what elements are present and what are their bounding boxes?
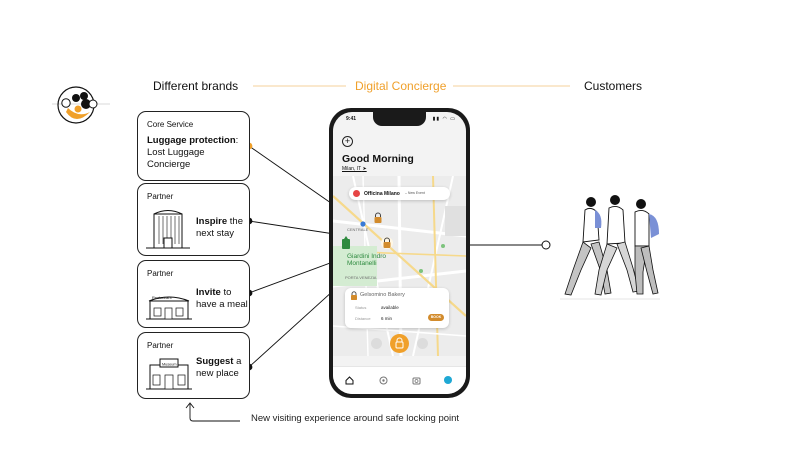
app-screen: 9:41 ▮▮ ◠ ▭ + Good Morning Milan, IT ➤ (333, 112, 466, 394)
card-highlight: Invite (196, 287, 221, 298)
place-title: Gelsomino Bakery (360, 292, 405, 298)
customers-illustration (560, 195, 660, 300)
lock-icon (351, 291, 357, 300)
explore-icon[interactable] (379, 376, 388, 385)
event-pill[interactable]: Officina Milano – New Event (349, 187, 450, 200)
home-icon[interactable] (345, 376, 354, 385)
card-description: Inspire the next stay (196, 216, 244, 239)
restaurant-illustration: Restaurant (146, 295, 192, 320)
card-kicker: Partner (147, 269, 174, 278)
bottom-nav (333, 366, 466, 394)
museum-sign: Museum (162, 363, 177, 367)
camera-icon[interactable] (412, 376, 421, 385)
card-kicker: Partner (147, 341, 174, 350)
card-description: Invite to have a meal (196, 287, 248, 310)
lock-action-button[interactable] (390, 334, 409, 353)
card-kicker: Core Service (147, 120, 194, 129)
museum-illustration: Museum (146, 358, 192, 390)
partner-card-invite: Partner Restaurant Invite to have a meal (137, 260, 250, 328)
card-highlight: Inspire (196, 216, 228, 227)
hotel-illustration (146, 210, 190, 249)
map-label-park: Giardini Indro Montanelli (347, 253, 387, 267)
status-label: Status (355, 305, 367, 310)
partner-card-inspire: Partner Inspire the next stay (137, 183, 250, 256)
status-icons: ▮▮ ◠ ▭ (432, 116, 456, 122)
location-info-card[interactable]: Gelsomino Bakery Status available Distan… (345, 288, 449, 328)
lock-icon (395, 337, 404, 349)
location-arrow-icon: ➤ (362, 166, 367, 172)
footer-caption: New visiting experience around safe lock… (251, 413, 460, 424)
map-label-square: PORTA VENEZIA (345, 275, 377, 280)
add-button[interactable]: + (342, 136, 353, 147)
distance-value: 6 min (381, 316, 393, 321)
profile-icon[interactable] (444, 376, 452, 384)
secondary-action-right[interactable] (417, 338, 428, 349)
distance-label: Distance (355, 316, 371, 321)
event-dot (353, 190, 360, 197)
heading-customers: Customers (584, 79, 643, 93)
brand-logo (52, 86, 110, 124)
book-button[interactable]: BOOK (428, 314, 444, 321)
event-tag: – New Event (405, 191, 425, 195)
phone-notch (373, 112, 426, 126)
heading-digital-concierge: Digital Concierge (355, 79, 447, 93)
restaurant-sign: Restaurant (152, 295, 172, 300)
card-highlight: Luggage protection (147, 135, 236, 146)
heading-different-brands: Different brands (153, 79, 239, 93)
greeting-title: Good Morning (342, 153, 414, 165)
partner-card-suggest: Partner Museum Suggest a new place (137, 332, 250, 399)
map-label-district: CENTRALE (347, 227, 369, 232)
core-service-card: Core Service Luggage protection: Lost Lu… (137, 111, 250, 181)
status-value: available (381, 305, 399, 310)
secondary-action-left[interactable] (371, 338, 382, 349)
card-description: Suggest a new place (196, 356, 242, 379)
status-time: 9:41 (346, 116, 357, 122)
phone-mockup: 9:41 ▮▮ ◠ ▭ + Good Morning Milan, IT ➤ (329, 108, 470, 398)
card-highlight: Suggest (196, 356, 234, 367)
event-name: Officina Milano (364, 190, 400, 197)
card-description: Luggage protection: Lost Luggage Concier… (147, 135, 239, 170)
location-link[interactable]: Milan, IT ➤ (342, 166, 367, 172)
selected-lock-pin-icon[interactable] (381, 236, 393, 250)
card-kicker: Partner (147, 192, 174, 201)
lock-pin-icon[interactable] (373, 212, 383, 224)
